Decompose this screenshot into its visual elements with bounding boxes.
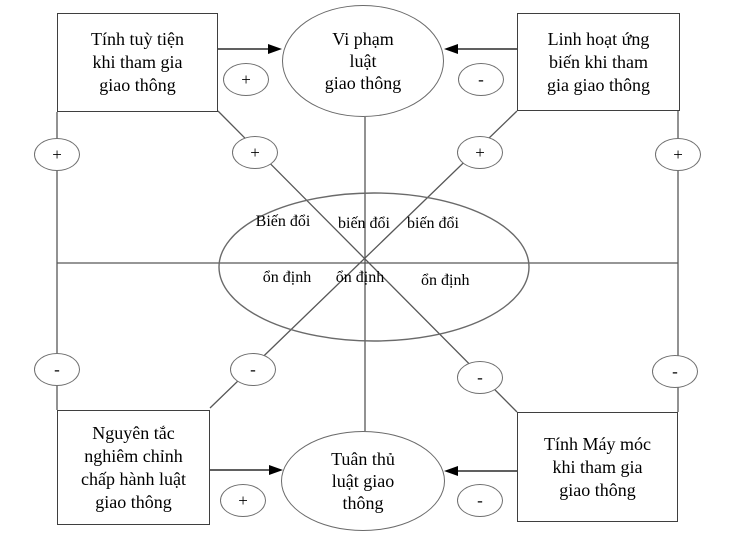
arrow-bottom-left-head-icon [269,465,283,475]
node-bottom-center-ellipse: Tuân thủ luật giao thông [281,431,445,531]
sign-circle-diag-right-upper: + [457,136,503,169]
node-bottom-left-box: Nguyên tắc nghiêm chỉnh chấp hành luật g… [57,410,210,525]
sign-circle-left-upper: + [34,138,80,171]
node-bottom-center-label: Tuân thủ luật giao thông [331,449,395,513]
node-top-right-label: Linh hoạt ứng biến khi tham gia giao thô… [547,28,650,95]
center-label-upper-left: Biến đổi [255,213,311,230]
sign-circle-right-upper: + [655,138,701,171]
arrow-bottom-right-head-icon [444,466,458,476]
sign-circle-diag-left-upper: + [232,136,278,169]
sign-diag-right-lower: - [477,367,483,387]
sign-left-upper: + [52,144,62,164]
sign-left-lower: - [54,359,60,379]
sign-diag-left-upper: + [250,142,260,162]
node-top-center-label: Vi phạm luật giao thông [324,29,402,93]
sign-diag-left-lower: - [250,359,256,379]
node-bottom-right-label: Tính Máy móc khi tham gia giao thông [544,433,651,500]
node-bottom-right-box: Tính Máy móc khi tham gia giao thông [517,412,678,522]
sign-bottom-right-arrow: - [477,490,483,510]
center-states-ellipse [218,192,530,342]
sign-bottom-left-arrow: + [238,490,248,510]
sign-circle-right-lower: - [652,355,698,388]
sign-circle-top-left-arrow: + [223,63,269,96]
node-top-left-label: Tính tuỳ tiện khi tham gia giao thông [91,29,184,95]
sign-right-lower: - [672,361,678,381]
node-top-center-ellipse: Vi phạm luật giao thông [282,5,444,117]
sign-circle-top-right-arrow: - [458,63,504,96]
center-label-lower-left: ổn định [262,269,312,286]
sign-top-left-arrow: + [241,69,251,89]
center-label-upper-middle: biến đổi [338,215,390,232]
center-label-upper-right: biến đổi [407,215,459,232]
sign-right-upper: + [673,144,683,164]
sign-circle-bottom-left-arrow: + [220,484,266,517]
sign-circle-bottom-right-arrow: - [457,484,503,517]
arrow-top-right-head-icon [444,44,458,54]
center-label-lower-middle: ổn định [335,269,385,286]
center-label-lower-right: ổn định [421,272,470,289]
node-bottom-left-label: Nguyên tắc nghiêm chỉnh chấp hành luật g… [81,422,186,512]
sign-circle-diag-right-lower: - [457,361,503,394]
node-top-right-box: Linh hoạt ứng biến khi tham gia giao thô… [517,13,680,111]
arrow-top-left-head-icon [268,44,282,54]
sign-top-right-arrow: - [478,69,484,89]
sign-circle-left-lower: - [34,353,80,386]
sign-diag-right-upper: + [475,142,485,162]
node-top-left-box: Tính tuỳ tiện khi tham gia giao thông [57,13,218,112]
sign-circle-diag-left-lower: - [230,353,276,386]
